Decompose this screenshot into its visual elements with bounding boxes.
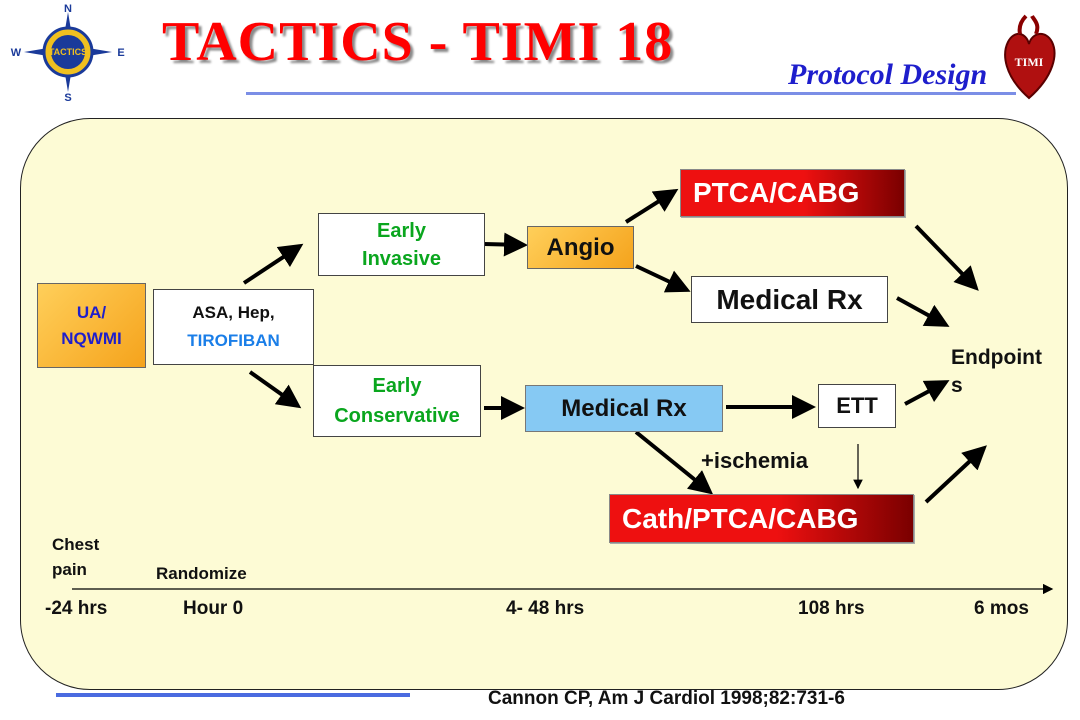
arrow-upper-rx-to-endpoints (896, 296, 950, 327)
compass-s-label: S (64, 92, 71, 102)
early-invasive-box: Early Invasive (318, 213, 485, 276)
timi-logo: TIMI (1004, 14, 1056, 100)
page-subtitle: Protocol Design (788, 58, 988, 91)
conservative-line1: Early (372, 375, 422, 397)
compass-rose-icon (24, 12, 112, 92)
medical-rx-lower-label: Medical Rx (561, 394, 687, 422)
tirofiban-label: TIROFIBAN (187, 331, 280, 350)
timi-logo-text: TIMI (1015, 55, 1044, 69)
angio-box: Angio (527, 226, 634, 269)
early-conservative-box: Early Conservative (313, 365, 481, 437)
tick-label: 4- 48 hrs (506, 598, 585, 619)
arrow-to-early-invasive (242, 243, 304, 285)
endpoints-line1: Endpoint (951, 346, 1042, 369)
conservative-line2: Conservative (334, 405, 460, 427)
medical-rx-upper-label: Medical Rx (716, 283, 863, 315)
ett-label: ETT (836, 393, 878, 418)
arrow-angio-to-medical-rx (635, 264, 691, 293)
heart-icon (1004, 14, 1056, 100)
citation: Cannon CP, Am J Cardiol 1998;82:731-6 (488, 688, 845, 709)
ett-box: ETT (818, 384, 896, 428)
ua-nqwmi-box: UA/ NQWMI (37, 283, 146, 368)
invasive-line2: Invasive (362, 247, 441, 270)
page-title: TACTICS - TIMI 18 (162, 11, 674, 73)
arrow-angio-to-ptca (624, 188, 679, 224)
compass-w-label: W (11, 47, 22, 59)
tick-label: -24 hrs (45, 598, 108, 619)
endpoints-label: Endpoint s (951, 344, 1042, 400)
tick-label: 6 mos (974, 598, 1029, 619)
tick-label: 108 hrs (798, 598, 865, 619)
footer-rule (56, 693, 410, 697)
compass-n-label: N (64, 3, 72, 15)
arrow-to-early-conservative (248, 370, 302, 409)
angio-label: Angio (546, 233, 615, 261)
treatment-box: ASA, Hep, TIROFIBAN (153, 289, 314, 365)
ua-line2: NQWMI (61, 328, 122, 348)
arrow-medical-rx-to-cath (634, 430, 714, 495)
arrow-invasive-to-angio (483, 232, 528, 257)
ptca-cabg-box: PTCA/CABG (680, 169, 905, 217)
randomize-label: Randomize (156, 564, 247, 583)
tactics-logo: N S W E TACTICS (11, 3, 125, 102)
tactics-logo-text: TACTICS (49, 47, 87, 57)
medical-rx-upper-box: Medical Rx (691, 276, 888, 323)
endpoints-line2: s (951, 374, 963, 397)
tick-label: Hour 0 (183, 598, 244, 619)
chest-pain-label: Chest pain (52, 532, 99, 582)
cath-ptca-cabg-box: Cath/PTCA/CABG (609, 494, 914, 543)
ua-line1: UA/ (76, 302, 107, 322)
invasive-line1: Early (377, 219, 426, 242)
arrow-ptca-to-endpoints (914, 224, 979, 291)
treatment-line1: ASA, Hep, (192, 303, 275, 322)
chest-pain-line1: Chest (52, 535, 100, 554)
medical-rx-lower-box: Medical Rx (525, 385, 723, 432)
ptca-cabg-label: PTCA/CABG (693, 177, 860, 208)
cath-label: Cath/PTCA/CABG (622, 502, 859, 534)
ischemia-label: +ischemia (701, 448, 809, 473)
arrow-ett-to-endpoints (904, 380, 950, 406)
arrow-cath-to-endpoints (924, 445, 987, 504)
chest-pain-line2: pain (52, 560, 87, 579)
compass-e-label: E (117, 47, 124, 59)
title-underline (246, 92, 1016, 95)
